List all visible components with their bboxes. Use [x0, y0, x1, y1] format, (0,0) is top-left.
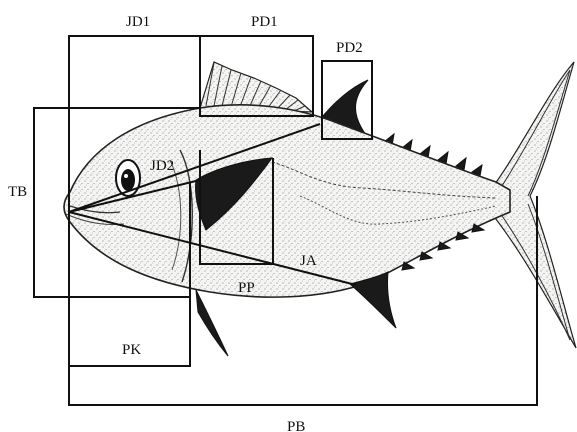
label-pd2: PD2: [336, 40, 363, 56]
fish-illustration-icon: [64, 62, 576, 356]
label-tb: TB: [8, 184, 27, 200]
label-pk: PK: [122, 342, 141, 358]
jd1-bracket: [69, 36, 200, 108]
label-jd1: JD1: [126, 14, 150, 30]
label-pp: PP: [238, 280, 255, 296]
label-pb: PB: [287, 419, 305, 432]
pelvic-fin-icon: [196, 290, 228, 356]
label-pd1: PD1: [251, 14, 278, 30]
label-jd2: JD2: [150, 158, 174, 174]
first-dorsal-fin-icon: [200, 62, 312, 112]
label-ja: JA: [300, 253, 317, 269]
